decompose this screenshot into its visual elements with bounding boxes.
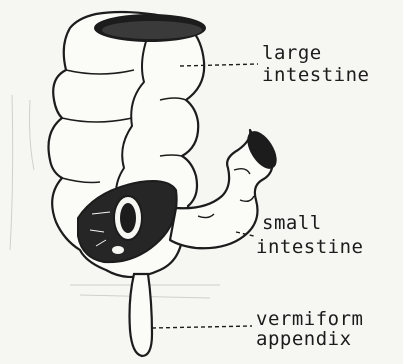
- label-vermiform-line2: appendix: [256, 330, 352, 349]
- label-large-intestine-line2: intestine: [262, 66, 369, 85]
- label-vermiform-line1: vermiform: [256, 310, 363, 329]
- appendix-leader: [152, 326, 252, 328]
- large-intestine-opening: [94, 14, 206, 42]
- label-small-intestine-line1: small: [262, 214, 322, 233]
- label-large-intestine-line1: large: [262, 44, 322, 63]
- vermiform-appendix: [130, 274, 153, 356]
- label-small-intestine-line2: intestine: [256, 238, 363, 257]
